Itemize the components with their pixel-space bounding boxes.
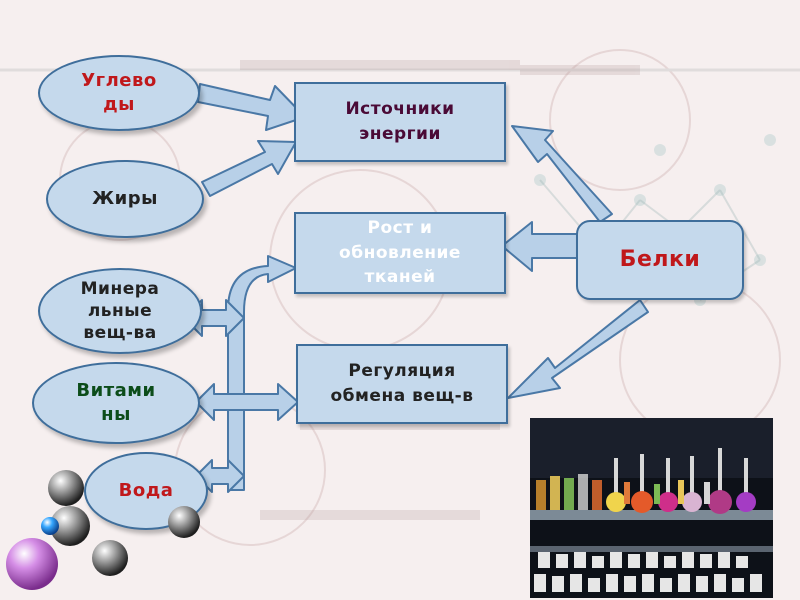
node-minerals-label: Минера льные вещ-ва bbox=[80, 278, 160, 344]
node-minerals: Минера льные вещ-ва bbox=[38, 268, 202, 354]
node-tissue-growth-label: Рост и обновление тканей bbox=[339, 218, 461, 288]
arrow-connector-to-growth bbox=[227, 255, 297, 491]
arrow-fats-to-energy bbox=[201, 140, 297, 197]
sphere-purple bbox=[6, 538, 58, 590]
arrow-carbs-to-energy bbox=[197, 83, 306, 131]
arrow-proteins-to-growth bbox=[501, 221, 579, 272]
laboratory-photo bbox=[530, 418, 773, 598]
node-energy-sources: Источники энергии bbox=[294, 82, 506, 162]
node-proteins-label: Белки bbox=[619, 247, 701, 273]
node-carbohydrates: Углево ды bbox=[38, 55, 200, 131]
node-carbohydrates-label: Углево ды bbox=[81, 69, 157, 115]
node-fats: Жиры bbox=[46, 160, 204, 238]
node-metabolism-regulation-label: Регуляция обмена вещ-в bbox=[330, 361, 474, 406]
sphere-gray-3 bbox=[92, 540, 128, 576]
node-vitamins: Витами ны bbox=[32, 362, 200, 444]
node-proteins: Белки bbox=[576, 220, 744, 300]
node-fats-label: Жиры bbox=[92, 187, 158, 209]
decorative-spheres bbox=[6, 470, 200, 590]
arrow-vitamins-to-regulation bbox=[195, 383, 299, 421]
laboratory-photo-illustration bbox=[530, 418, 773, 598]
arrow-proteins-to-energy bbox=[511, 125, 613, 223]
arrow-water-link bbox=[195, 459, 245, 493]
node-energy-sources-label: Источники энергии bbox=[345, 99, 455, 144]
node-water-label: Вода bbox=[118, 479, 174, 501]
sphere-gray-2 bbox=[50, 506, 90, 546]
node-metabolism-regulation: Регуляция обмена вещ-в bbox=[296, 344, 508, 424]
node-vitamins-label: Витами ны bbox=[76, 379, 156, 425]
sphere-gray-4 bbox=[168, 506, 200, 538]
arrow-proteins-to-regulation bbox=[507, 299, 649, 399]
node-tissue-growth: Рост и обновление тканей bbox=[294, 212, 506, 294]
sphere-blue bbox=[41, 517, 59, 535]
sphere-gray-1 bbox=[48, 470, 84, 506]
